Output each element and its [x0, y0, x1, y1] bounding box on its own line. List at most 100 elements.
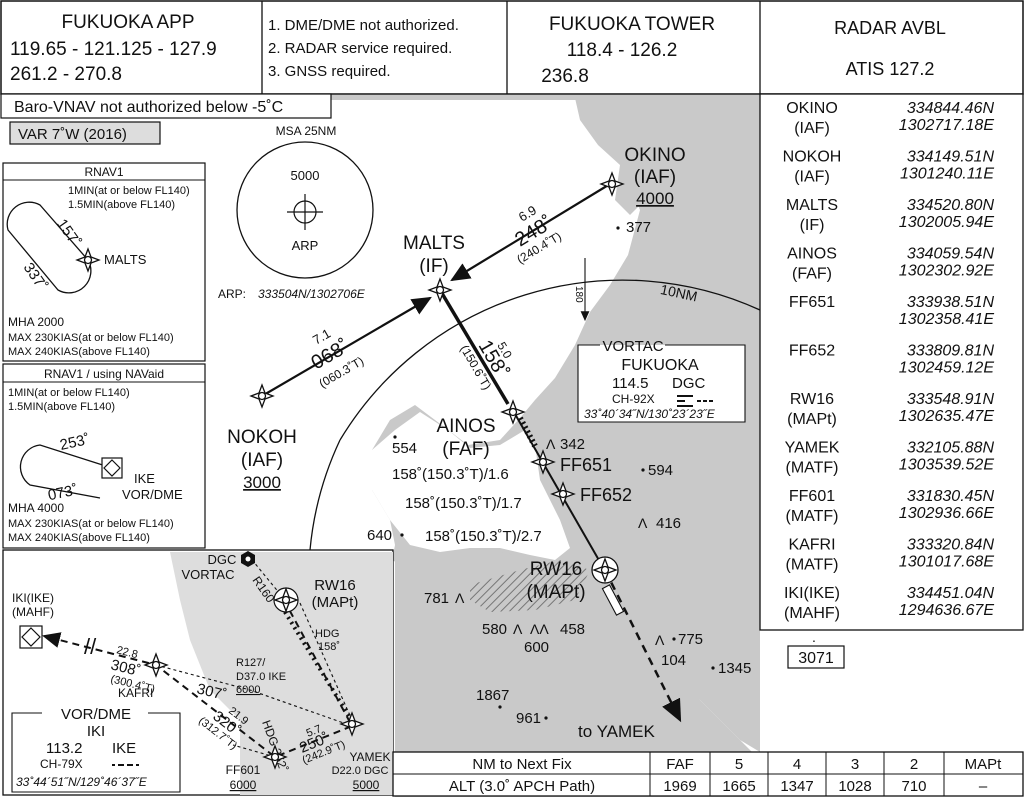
msa-title: MSA 25NM	[276, 124, 337, 138]
obst-342-sym: Ʌ	[546, 436, 556, 452]
baro-vnav-notice: Baro-VNAV not authorized below -5˚C	[14, 99, 283, 116]
waypoint-lat: 333320.84N	[907, 537, 995, 554]
vordme-name: IKI	[87, 723, 105, 740]
waypoint-lat: 334520.80N	[907, 197, 995, 214]
vordme-box: VOR/DME IKI 113.2 IKE CH-79X 33˚44´51˝N/…	[11, 706, 181, 793]
yamek-alt: 5000	[353, 778, 380, 792]
waypoint-lon: 1302358.41E	[899, 311, 995, 328]
profile-header-faf: FAF	[666, 756, 694, 773]
arc-10nm-lower	[309, 439, 341, 551]
waypoint-role: (IAF)	[794, 169, 830, 186]
vordme-title: VOR/DME	[61, 706, 131, 723]
holding-navaid-course-out: 073˚	[46, 481, 79, 504]
obst-775-sym: Ʌ	[655, 632, 665, 648]
elev-342: 342	[560, 436, 585, 453]
waypoint-lat: 331830.45N	[907, 488, 995, 505]
elev-104: 104	[661, 652, 686, 669]
fix-ff651: FF651	[531, 450, 612, 475]
holding-navaid-fix-2: VOR/DME	[122, 487, 183, 502]
waypoint-role: (MATF)	[785, 460, 838, 477]
okino-role: (IAF)	[634, 167, 676, 188]
okino-alt: 4000	[636, 189, 674, 208]
elev-640: 640	[367, 527, 392, 544]
dot-3071: .	[812, 629, 816, 645]
vortac-name: FUKUOKA	[621, 357, 699, 374]
iki-leg-course: 308˚	[109, 656, 142, 680]
inset-land	[170, 552, 393, 795]
obst-416-sym: Ʌ	[638, 515, 648, 531]
okino-name: OKINO	[624, 145, 685, 166]
inset-rw16-role: (MAPt)	[312, 594, 359, 611]
nokoh-role: (IAF)	[241, 450, 283, 471]
profile-header-mapt: MAPt	[965, 756, 1003, 773]
waypoint-role: (MAHF)	[784, 605, 840, 622]
kafri-name: KAFRI	[118, 686, 153, 700]
profile-val-mapt: –	[979, 778, 988, 795]
waypoint-lon: 1301017.68E	[899, 554, 995, 571]
approach-freq-2: 261.2 - 270.8	[10, 64, 122, 85]
waypoint-name: OKINO	[786, 100, 838, 117]
fix-ainos: AINOS (FAF)	[436, 400, 525, 460]
waypoint-name: YAMEK	[785, 440, 840, 457]
yamek-dme: D22.0 DGC	[332, 765, 389, 777]
waypoint-name: RW16	[790, 391, 834, 408]
waypoint-lon: 1303539.52E	[899, 457, 995, 474]
ff651-name: FF651	[560, 455, 612, 475]
waypoint-table: OKINO(IAF)334844.46N1302717.18ENOKOH(IAF…	[759, 93, 1024, 631]
elev-580: 580	[482, 621, 507, 638]
profile-val-2: 710	[901, 778, 926, 795]
r127: R127/	[236, 657, 266, 669]
vordme-ident: IKE	[112, 740, 136, 757]
elev-961: 961	[516, 710, 541, 727]
holding-navaid-speed-2: MAX 240KIAS(above FL140)	[8, 532, 150, 544]
tower-freq-2: 236.8	[541, 66, 589, 87]
elev-554: 554	[392, 440, 417, 457]
profile-val-3: 1028	[838, 778, 871, 795]
waypoint-lon: 1302717.18E	[899, 117, 995, 134]
elev-1867: 1867	[476, 687, 509, 704]
vortac-freq: 114.5	[612, 375, 648, 392]
waypoint-name: AINOS	[787, 246, 837, 263]
waypoint-lat: 334149.51N	[907, 149, 995, 166]
profile-val-faf: 1969	[663, 778, 696, 795]
r127-alt: 6000	[236, 684, 260, 696]
holding-navaid-time-1: 1MIN(at or below FL140)	[8, 387, 130, 399]
waypoint-role: (FAF)	[792, 266, 832, 283]
profile-header-nm: NM to Next Fix	[472, 756, 572, 773]
ff601-alt: 6000	[230, 778, 257, 792]
note-3: 3. GNSS required.	[268, 63, 391, 80]
inset-hdg: HDG	[315, 628, 339, 640]
note-1: 1. DME/DME not authorized.	[268, 17, 459, 34]
iki-leg-dist: 22.8	[115, 644, 139, 661]
holding-rnav-pattern	[6, 201, 92, 294]
elevations: 377 554 342 Ʌ 594 416 Ʌ 640 781 Ʌ 580 Ʌ …	[367, 219, 751, 727]
waypoint-lat: 333809.81N	[907, 343, 995, 360]
elev-781: 781	[424, 590, 449, 607]
ff652-name: FF652	[580, 485, 632, 505]
profile-header-5: 5	[735, 756, 743, 773]
fix-nokoh: NOKOH (IAF) 3000	[227, 384, 297, 492]
vordme-freq: 113.2	[46, 740, 82, 757]
waypoint-role: (MATF)	[785, 508, 838, 525]
holding-rnav-speed-2: MAX 240KIAS(above FL140)	[8, 346, 150, 358]
iki-role: (MAHF)	[12, 605, 54, 619]
waypoint-name: MALTS	[786, 197, 838, 214]
vordme-channel: CH-79X	[40, 757, 83, 771]
inset-rw16-name: RW16	[314, 577, 355, 594]
land-south	[395, 552, 760, 797]
holding-navaid-speed-1: MAX 230KIAS(at or below FL140)	[8, 518, 174, 530]
obst-580-sym: Ʌ	[513, 621, 523, 637]
altitude-box-3071: 3071	[798, 650, 834, 667]
elev-377: 377	[626, 219, 651, 236]
radar-avbl: RADAR AVBL	[834, 18, 946, 38]
profile-header-2: 2	[910, 756, 918, 773]
note-2: 2. RADAR service required.	[268, 40, 452, 57]
ainos-role: (FAF)	[442, 439, 490, 460]
obst-781-sym: Ʌ	[455, 590, 465, 606]
vortac-channel: CH-92X	[612, 392, 655, 406]
segment-2: 158˚(150.3˚T)/1.7	[405, 495, 522, 512]
elev-1345: 1345	[718, 660, 751, 677]
break-symbol: //	[84, 634, 97, 659]
rw16-name: RW16	[530, 559, 582, 580]
urban-hatch	[470, 560, 590, 612]
